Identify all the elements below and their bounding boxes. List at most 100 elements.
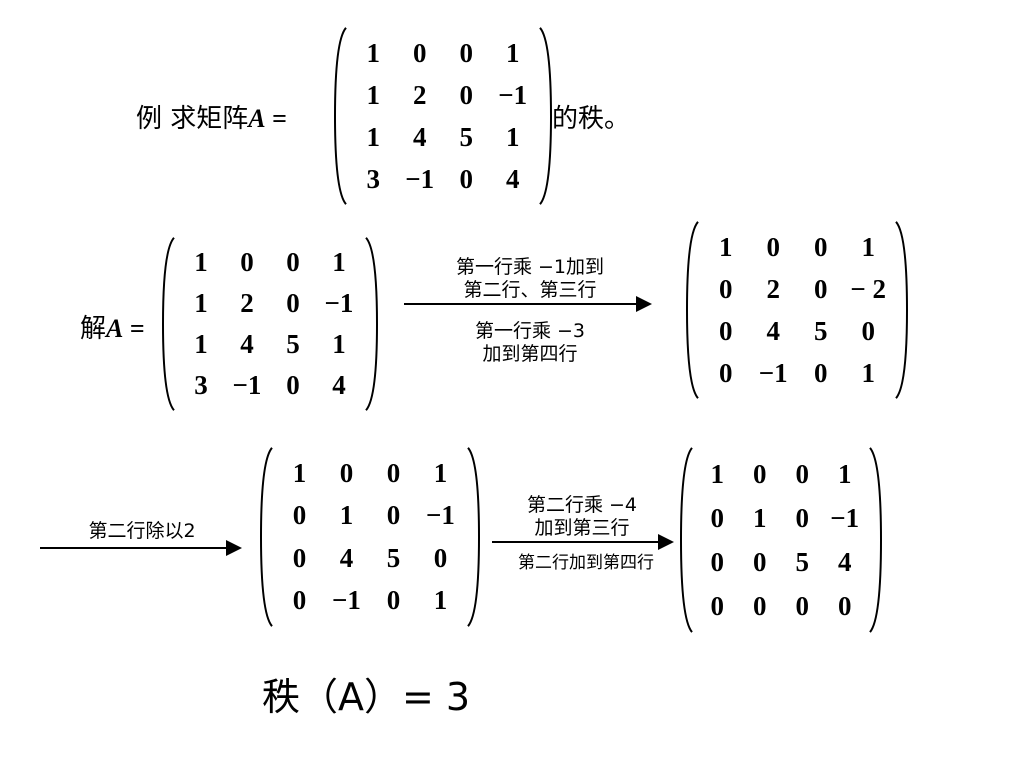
- step3-below: 第二行加到第四行: [496, 552, 676, 575]
- step1-above-line: 第二行、第三行: [463, 279, 597, 301]
- matrix-cell: 4: [339, 542, 354, 573]
- matrix-cell: −1: [324, 288, 354, 318]
- matrix-cell: 1: [861, 357, 876, 388]
- matrix-cell: 1: [292, 457, 307, 488]
- matrix-cell: 2: [766, 273, 781, 304]
- left-paren: [332, 26, 348, 206]
- solution-label: 解A =: [80, 308, 145, 345]
- matrix-cell: −1: [405, 163, 435, 194]
- matrix-cell: 0: [719, 357, 733, 388]
- matrix-cell: 0: [814, 357, 828, 388]
- matrix-cell: −1: [758, 357, 788, 388]
- matrix-cell: 4: [240, 329, 254, 359]
- step1-above-line: 第一行乘 −1加到: [455, 256, 605, 278]
- matrix-cell: 0: [766, 231, 781, 262]
- matrix-cell: 1: [332, 329, 346, 359]
- problem-prefix: 例 求矩阵: [136, 104, 249, 134]
- matrix-cell: 5: [286, 329, 300, 359]
- problem-var: A: [248, 104, 266, 133]
- step3-above-line: 第二行乘 −4: [526, 494, 638, 516]
- matrix-cell: 1: [433, 457, 448, 488]
- matrix-cell: 2: [413, 79, 427, 110]
- step2-above-line: 第二行除以2: [88, 520, 196, 542]
- matrix-cell: 0: [814, 273, 828, 304]
- matrix-cell: 1: [366, 37, 381, 68]
- matrix-cell: 0: [795, 590, 810, 621]
- arrow-head: [658, 534, 674, 550]
- matrix-cell: 0: [814, 231, 828, 262]
- step3-arrow: [492, 532, 674, 552]
- left-paren: [258, 446, 274, 628]
- matrix-cell: 1: [506, 121, 520, 152]
- matrix-cell: 5: [795, 546, 810, 577]
- matrix-cell: 0: [386, 500, 401, 531]
- solution-var: A: [106, 314, 124, 343]
- solution-prefix: 解: [80, 314, 107, 344]
- matrix-cell: 4: [766, 315, 781, 346]
- step1-below-line: 第一行乘 −3: [474, 320, 586, 342]
- matrix-cell: 1: [366, 121, 381, 152]
- right-paren: [364, 236, 380, 412]
- step1-below-line: 加到第四行: [482, 343, 578, 365]
- matrix-cell: 1: [838, 458, 852, 489]
- matrix-cell: 0: [292, 585, 307, 616]
- matrix-cell: 0: [459, 79, 474, 110]
- matrix-cell: 0: [339, 457, 354, 488]
- matrix-cell: 4: [332, 370, 346, 400]
- left-paren: [684, 220, 700, 400]
- arrow-head: [226, 540, 242, 556]
- matrix-cell: 4: [838, 546, 852, 577]
- matrix-cell: 1: [366, 79, 381, 110]
- matrix-cell: 0: [286, 288, 300, 318]
- arrow-shaft: [404, 303, 640, 305]
- matrix-cell: 0: [386, 585, 401, 616]
- arrow-shaft: [492, 541, 662, 543]
- step2-arrow: [40, 538, 242, 558]
- problem-suffix: 的秩。: [552, 104, 631, 134]
- matrix-cell: 0: [719, 273, 733, 304]
- matrix-cell: 1: [194, 288, 208, 318]
- matrix-cell: 0: [710, 546, 725, 577]
- matrix-cell: 5: [814, 315, 828, 346]
- matrix-cell: 0: [753, 458, 767, 489]
- matrix-cell: 0: [413, 37, 427, 68]
- rank-result: 秩（A）= 3: [262, 675, 471, 719]
- step1-below: 第一行乘 −3 加到第四行: [420, 320, 640, 366]
- matrix-cell: 0: [710, 502, 725, 533]
- matrix-cell: 0: [433, 542, 448, 573]
- matrix-cell: 0: [459, 163, 474, 194]
- matrix-cell: 1: [506, 37, 520, 68]
- step3-above: 第二行乘 −4 加到第三行: [496, 494, 668, 540]
- step1-arrow: [404, 294, 652, 314]
- matrix-cell: 0: [795, 502, 810, 533]
- matrix-cell: 5: [459, 121, 474, 152]
- step1-above: 第一行乘 −1加到 第二行、第三行: [420, 256, 640, 302]
- matrix-cell: 2: [240, 288, 254, 318]
- matrix-cell: −1: [426, 500, 455, 531]
- matrix-cell: 1: [332, 247, 346, 277]
- matrix-cell: 5: [386, 542, 401, 573]
- matrix-cell: 0: [710, 590, 725, 621]
- matrix-cell: 1: [710, 458, 725, 489]
- matrix-cell: 1: [861, 231, 876, 262]
- step2-above: 第二行除以2: [72, 520, 212, 543]
- arrow-shaft: [40, 547, 230, 549]
- left-paren: [160, 236, 176, 412]
- solution-eq: =: [123, 314, 145, 343]
- matrix-cell: 0: [838, 590, 852, 621]
- step3-below-line: 第二行加到第四行: [518, 553, 654, 573]
- matrix-cell: 0: [719, 315, 733, 346]
- matrix-cell: 0: [286, 370, 300, 400]
- matrix-cell: −1: [498, 79, 528, 110]
- matrix-cell: −1: [332, 585, 361, 616]
- right-paren: [894, 220, 910, 400]
- matrix-cell: − 2: [850, 273, 887, 304]
